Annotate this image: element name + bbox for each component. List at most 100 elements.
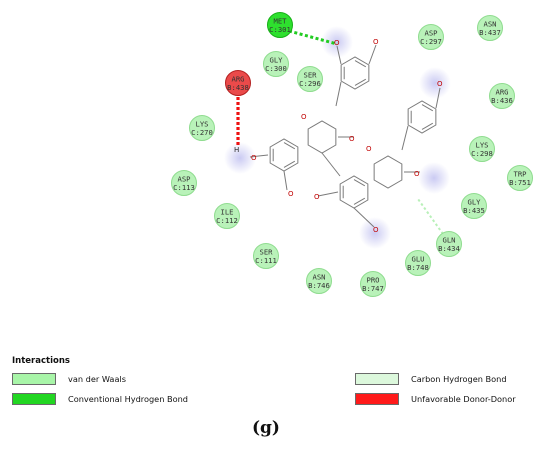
aromatic-bond <box>283 142 296 150</box>
residue-name: ARG <box>496 88 509 97</box>
residue-name: PRO <box>367 276 380 285</box>
legend-swatch-vdw <box>12 372 56 385</box>
ring-c <box>307 120 337 154</box>
residue-disc <box>189 115 215 141</box>
bond-ring-c-to-lower <box>321 152 341 177</box>
residue-disc <box>267 12 293 38</box>
residue-name: ARG <box>232 75 245 84</box>
oxygen-atom: O <box>414 170 420 178</box>
legend-swatch-hbond <box>12 392 56 405</box>
residue-name: ASN <box>313 273 326 282</box>
residue-disc <box>461 193 487 219</box>
residue-chain-number: B:751 <box>509 178 531 187</box>
bond-catechol-oh2 <box>336 45 342 65</box>
residue-chain-number: B:747 <box>362 284 384 293</box>
residue-chain-number: C:297 <box>420 37 442 46</box>
bond-oh-a5 <box>283 170 288 191</box>
legend-label-unfav: Unfavorable Donor-Donor <box>411 393 516 404</box>
oxygen-atom: O <box>437 80 443 88</box>
residue-chain-number: C:298 <box>471 149 493 158</box>
legend-label-hbond: Conventional Hydrogen Bond <box>68 393 188 404</box>
oxygen-atom: O <box>366 145 372 153</box>
residue-name: ILE <box>221 208 234 217</box>
legend-label-vdw: van der Waals <box>68 373 127 384</box>
residue-name: GLY <box>270 56 284 65</box>
oxygen-atom: O <box>334 39 340 47</box>
legend-label-chbond: Carbon Hydrogen Bond <box>411 373 507 384</box>
aromatic-bond <box>421 122 434 130</box>
residue-disc <box>477 15 503 41</box>
ring-a <box>269 138 299 172</box>
residue-name: ASP <box>425 29 438 38</box>
bond-oh-lower-left <box>317 191 339 197</box>
legend-title: Interactions <box>12 356 70 366</box>
bond-phenol-to-pyran <box>401 125 409 151</box>
residue-disc <box>360 271 386 297</box>
hbond-line-met301 <box>288 29 338 46</box>
aromatic-bond <box>354 78 367 86</box>
atom-halo <box>418 162 450 194</box>
residue-chain-number: C:296 <box>299 79 321 88</box>
residue-name: LYS <box>196 120 209 129</box>
residue-name: GLY <box>468 198 482 207</box>
residue-disc <box>507 165 533 191</box>
residue-chain-number: C:300 <box>265 64 287 73</box>
oxygen-atom: O <box>314 193 320 201</box>
residue-chain-number: B:438 <box>227 83 249 92</box>
aromatic-bond <box>283 160 296 168</box>
residue-name: SER <box>304 71 318 80</box>
oxygen-atom: O <box>373 38 379 46</box>
ring-lower-aromatic <box>339 175 369 209</box>
residue-disc <box>469 136 495 162</box>
residue-disc <box>214 203 240 229</box>
residue-disc <box>436 231 462 257</box>
residue-chain-number: C:112 <box>216 216 238 225</box>
oxygen-atom: O <box>288 190 294 198</box>
residue-chain-number: B:434 <box>438 244 460 253</box>
residue-chain-number: B:436 <box>491 96 513 105</box>
atom-halo <box>359 217 391 249</box>
atom-halo <box>419 67 451 99</box>
residue-name: TRP <box>514 170 527 179</box>
residue-chain-number: B:748 <box>407 263 429 272</box>
aromatic-bond <box>354 60 367 68</box>
hydrogen-atom: H <box>234 146 239 154</box>
bond-catechol-oh1 <box>368 44 377 65</box>
residue-disc <box>225 70 251 96</box>
carbon-hbond-line-gln434 <box>417 198 444 235</box>
residue-name: GLU <box>412 255 425 264</box>
residue-disc <box>489 83 515 109</box>
oxygen-atom: O <box>349 135 355 143</box>
oxygen-atom: O <box>251 154 257 162</box>
legend-item-unfav: Unfavorable Donor-Donor <box>355 392 516 405</box>
residue-disc <box>405 250 431 276</box>
aromatic-bond <box>353 197 366 205</box>
bond-phenol-oh <box>435 87 441 109</box>
atom-halo <box>224 142 256 174</box>
residue-name: ASP <box>178 175 191 184</box>
residue-chain-number: C:111 <box>255 256 277 265</box>
residue-name: SER <box>260 248 274 257</box>
figure-caption: (g) <box>252 418 280 438</box>
residue-chain-number: B:437 <box>479 28 501 37</box>
residue-name: MET <box>274 17 288 26</box>
